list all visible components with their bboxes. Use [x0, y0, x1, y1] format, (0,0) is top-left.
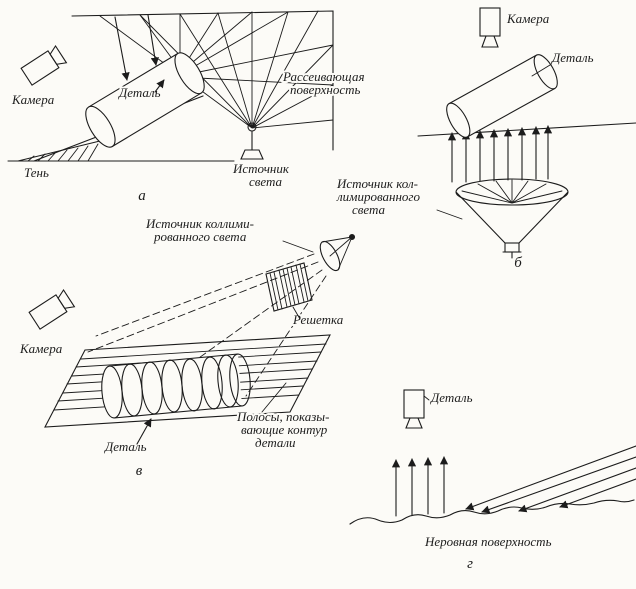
- lamp-base: [240, 149, 264, 160]
- contour-fringe: [229, 353, 251, 407]
- label-shadow: Тень: [24, 165, 49, 180]
- diagram-v: Камера Источник коллими- рованного света…: [19, 216, 356, 479]
- cone-mouth-hatch: [461, 179, 563, 204]
- converging-rays: [321, 236, 353, 271]
- camera-lens: [49, 44, 68, 65]
- diagram-a: Камера Деталь Тень Источник света Рассеи…: [7, 10, 367, 204]
- label-light-source-2: света: [249, 174, 283, 189]
- incident-ray: [559, 478, 636, 509]
- label-source-b-3: света: [352, 202, 386, 217]
- label-source-v-2: рованного света: [153, 229, 247, 244]
- label-detail-a: Деталь: [117, 85, 161, 100]
- detail-leader-b: [531, 64, 551, 77]
- grating: [265, 262, 313, 312]
- cylinder-body-fill: [449, 55, 555, 137]
- source-leader-b: [436, 209, 463, 220]
- label-source-v-1: Источник коллими-: [145, 216, 254, 231]
- camera-icon-v: [28, 288, 76, 330]
- label-camera-v: Камера: [19, 341, 63, 356]
- cylinder-top-edge: [448, 54, 538, 105]
- label-scattering-2: поверхность: [290, 82, 361, 97]
- cone-side: [455, 191, 506, 244]
- reflected-rays: [139, 11, 334, 86]
- camera-icon-b: [479, 7, 501, 48]
- cylinder-bottom-edge: [111, 92, 202, 148]
- condenser-lens: [319, 233, 356, 272]
- cylinder-bottom-edge: [466, 87, 556, 138]
- collimator-cone: [455, 178, 569, 259]
- grating-leader: [292, 306, 301, 320]
- projection-beams: [87, 253, 327, 401]
- caption-g: г: [467, 556, 473, 572]
- camera-body: [20, 50, 60, 86]
- cylinder-far-cap: [174, 52, 205, 95]
- rough-surface: [349, 499, 635, 525]
- cylinder-part-v: [101, 353, 251, 419]
- label-detail-g: Деталь: [429, 390, 473, 405]
- detail-lens: [405, 417, 423, 429]
- cylinder-near-cap: [446, 102, 471, 138]
- cylinder-near-cap: [85, 105, 116, 148]
- incident-ray: [465, 445, 636, 511]
- caption-a: а: [138, 188, 146, 204]
- label-fringes-3: детали: [255, 435, 296, 450]
- label-fringes-1: Полосы, показы-: [236, 409, 329, 424]
- label-source-b-1: Источник кол-: [336, 176, 418, 191]
- cylinder-part-a: [85, 52, 205, 148]
- reference-line: [417, 122, 636, 137]
- camera-lens: [481, 35, 499, 48]
- label-scattering-1: Рассеивающая: [282, 69, 365, 84]
- grating-frame: [265, 262, 313, 312]
- camera-lens: [57, 288, 76, 309]
- incident-ray: [481, 456, 636, 514]
- detail-block-icon: [403, 389, 425, 429]
- contour-fringe: [201, 356, 223, 410]
- label-fringes-2: вающие контур: [241, 422, 328, 437]
- caption-b: б: [514, 255, 522, 271]
- camera-body: [479, 7, 501, 37]
- cylinder-part-b: [446, 54, 558, 138]
- source-leader-v: [282, 240, 314, 253]
- cylinder-top-edge: [88, 52, 179, 108]
- label-detail-v: Деталь: [103, 439, 147, 454]
- lamp-icon: [240, 122, 264, 160]
- label-grating: Решетка: [292, 312, 344, 327]
- incident-arrow: [147, 14, 159, 66]
- detail-pointer-v: [136, 418, 152, 445]
- incident-arrow: [114, 16, 130, 81]
- label-light-source-1: Источник: [232, 161, 290, 176]
- scattering-surface: [71, 10, 334, 151]
- grating-slits: [269, 263, 309, 311]
- camera-body: [28, 294, 68, 330]
- detail-body: [403, 389, 425, 419]
- diagram-b: Камера Деталь Источник кол- лимированног…: [336, 7, 636, 271]
- shadow-hatch: [27, 143, 99, 162]
- label-detail-b: Деталь: [550, 50, 594, 65]
- detail-leader-g: [423, 395, 430, 401]
- detail-pointer-a: [154, 79, 165, 93]
- contour-fringe: [217, 354, 239, 408]
- diagram-g: Деталь Неровная поверхность г: [349, 389, 636, 572]
- cone-side: [518, 191, 569, 244]
- cylinder-far-cap: [533, 54, 558, 90]
- caption-v: в: [136, 463, 143, 479]
- label-camera-b: Камера: [506, 11, 550, 26]
- cone-neck: [504, 242, 520, 253]
- label-surface-g: Неровная поверхность: [424, 534, 552, 549]
- label-camera-a: Камера: [11, 92, 55, 107]
- cylinder-body-fill: [88, 53, 202, 147]
- fringes-leader: [261, 382, 287, 413]
- label-source-b-2: лимированного: [336, 189, 420, 204]
- camera-icon-a: [20, 44, 68, 86]
- incident-ray: [518, 467, 636, 513]
